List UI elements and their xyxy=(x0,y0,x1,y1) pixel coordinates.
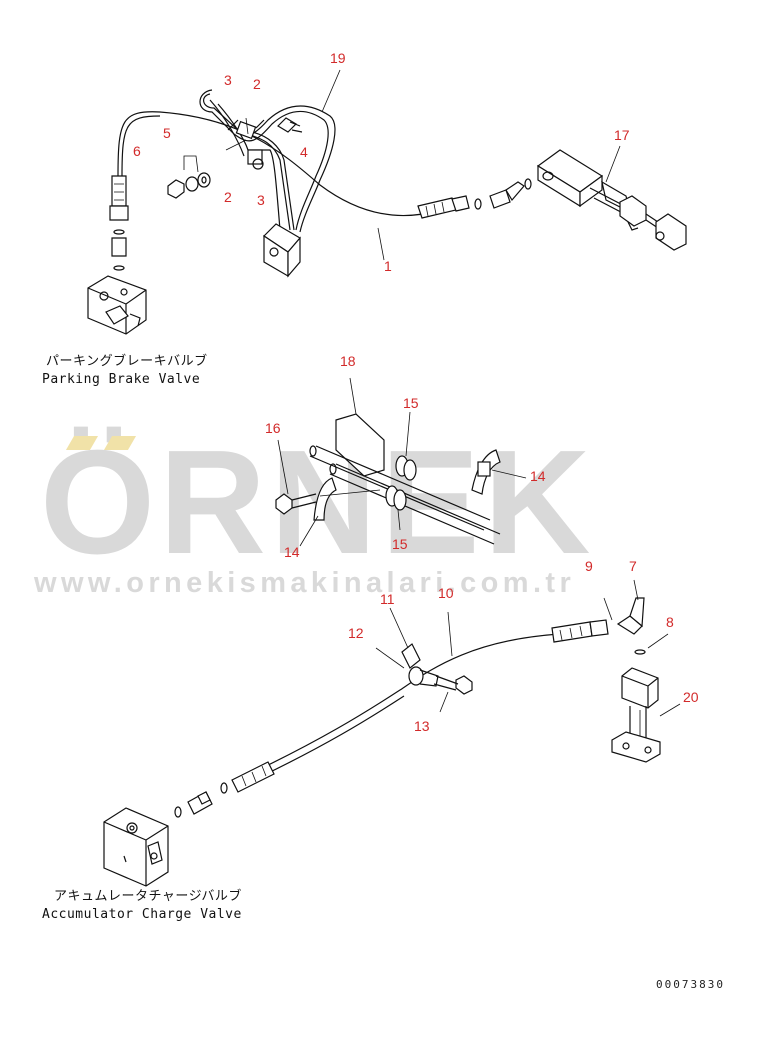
document-number: 00073830 xyxy=(656,978,725,991)
callout-11: 11 xyxy=(380,591,395,607)
accumulator-charge-valve xyxy=(103,807,169,887)
parking-brake-valve xyxy=(87,275,147,335)
parking-brake-valve-caption-jp: パーキングブレーキバルブ xyxy=(46,354,208,369)
cylinder-20 xyxy=(611,667,661,763)
adapter-fitting xyxy=(187,791,213,815)
cylinder-17 xyxy=(536,149,687,251)
callout-14-right: 14 xyxy=(530,468,546,484)
callout-3-upper: 3 xyxy=(224,72,232,88)
hose-end-fitting xyxy=(417,195,470,219)
callout-10: 10 xyxy=(438,585,454,601)
clamp-2-3-lower xyxy=(247,149,264,170)
callout-9: 9 xyxy=(585,558,593,574)
callout-3-lower: 3 xyxy=(257,192,265,208)
o-ring-top xyxy=(474,198,482,210)
callout-19: 19 xyxy=(330,50,346,66)
callout-1: 1 xyxy=(384,258,392,274)
callout-8: 8 xyxy=(666,614,674,630)
bolt-4 xyxy=(277,117,303,133)
parking-brake-fitting xyxy=(109,175,129,271)
bolt-13 xyxy=(433,675,473,695)
callout-16: 16 xyxy=(265,420,281,436)
grommet-15-upper xyxy=(395,455,417,481)
o-ring-8 xyxy=(634,649,646,655)
hose-10 xyxy=(257,633,561,771)
callout-2-lower: 2 xyxy=(224,189,232,205)
callout-17: 17 xyxy=(614,127,630,143)
accumulator-charge-valve-caption-en: Accumulator Charge Valve xyxy=(42,907,242,922)
callout-14-left: 14 xyxy=(284,544,300,560)
clip-14-left xyxy=(313,477,337,521)
callout-15-upper: 15 xyxy=(403,395,419,411)
clamp-2-3-upper xyxy=(227,119,265,140)
callout-15-lower: 15 xyxy=(392,536,408,552)
clamp-11 xyxy=(401,643,439,687)
hose-end-fitting-left xyxy=(231,761,275,793)
callout-20: 20 xyxy=(683,689,699,705)
bolt-16 xyxy=(275,493,317,515)
callout-13: 13 xyxy=(414,718,430,734)
nut-6 xyxy=(167,179,185,199)
parking-brake-valve-caption-en: Parking Brake Valve xyxy=(42,372,201,387)
tube-19 xyxy=(199,89,336,233)
tubes-pair xyxy=(309,445,501,545)
watermark-url: www.ornekismakinalari.com.tr xyxy=(34,567,576,599)
elbow-7 xyxy=(616,597,645,635)
accumulator-charge-valve-caption-jp: アキュムレータチャージバルブ xyxy=(54,889,242,904)
tube-end-block xyxy=(263,223,301,278)
callout-7: 7 xyxy=(629,558,637,574)
callout-5: 5 xyxy=(163,125,171,141)
elbow-fitting-top xyxy=(489,181,525,209)
callout-18: 18 xyxy=(340,353,356,369)
callout-4: 4 xyxy=(300,144,308,160)
callout-2-upper: 2 xyxy=(253,76,261,92)
washer-5 xyxy=(185,172,211,192)
clip-14-right xyxy=(471,449,501,495)
hose-1 xyxy=(117,111,441,217)
grommet-15-lower xyxy=(385,485,407,511)
callout-6: 6 xyxy=(133,143,141,159)
callout-12: 12 xyxy=(348,625,364,641)
hose-end-fitting-right xyxy=(551,619,609,643)
